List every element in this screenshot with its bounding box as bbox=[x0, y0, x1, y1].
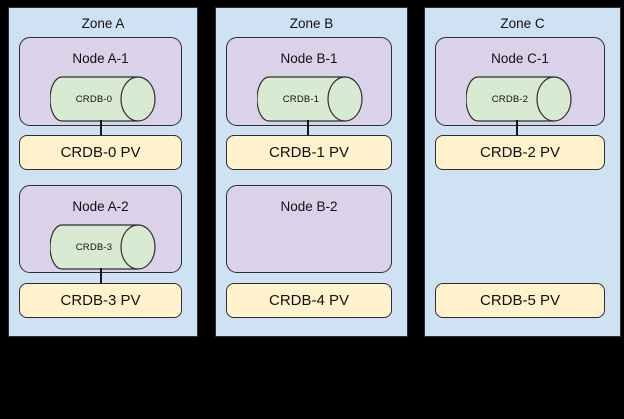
node-b2-title: Node B-2 bbox=[280, 199, 338, 214]
pv-label: CRDB-1 PV bbox=[268, 144, 350, 161]
zone-a-title: Zone A bbox=[81, 16, 125, 31]
pv-label: CRDB-3 PV bbox=[60, 292, 141, 309]
connector-line bbox=[307, 120, 309, 135]
pv-box: CRDB-5 PV bbox=[435, 283, 605, 318]
pv-box: CRDB-3 PV bbox=[19, 283, 182, 318]
cylinder-label: CRDB-3 bbox=[75, 241, 113, 253]
pv-box: CRDB-4 PV bbox=[226, 283, 392, 318]
connector-line bbox=[100, 120, 102, 135]
pv-label: CRDB-4 PV bbox=[268, 292, 350, 309]
node-b1-box: Node B-1 CRDB-1 bbox=[226, 37, 392, 126]
node-a2-title: Node A-2 bbox=[72, 199, 129, 214]
pv-label: CRDB-0 PV bbox=[60, 144, 141, 161]
cylinder-label: CRDB-1 bbox=[282, 93, 320, 105]
zone-a-container: Zone A Node A-1 CRDB-0 CRDB-0 PV Node A-… bbox=[8, 7, 198, 337]
zone-c-container: Zone C Node C-1 CRDB-2 CRDB-2 PV CRDB-5 … bbox=[424, 7, 621, 337]
node-a1-box: Node A-1 CRDB-0 bbox=[19, 37, 182, 126]
node-b2-box: Node B-2 bbox=[226, 185, 392, 273]
node-b1-title: Node B-1 bbox=[280, 51, 338, 66]
pv-label: CRDB-2 PV bbox=[479, 144, 561, 161]
connector-line bbox=[516, 120, 518, 135]
connector-line bbox=[100, 268, 102, 283]
database-cylinder-icon: CRDB-0 bbox=[50, 76, 156, 122]
cylinder-label: CRDB-2 bbox=[491, 93, 529, 105]
zone-b-container: Zone B Node B-1 CRDB-1 CRDB-1 PV Node B-… bbox=[215, 7, 408, 337]
node-a2-box: Node A-2 CRDB-3 bbox=[19, 185, 182, 273]
database-cylinder-icon: CRDB-1 bbox=[257, 76, 363, 122]
node-c1-box: Node C-1 CRDB-2 bbox=[435, 37, 605, 126]
pv-box: CRDB-2 PV bbox=[435, 135, 605, 170]
database-cylinder-icon: CRDB-3 bbox=[50, 224, 156, 270]
database-cylinder-icon: CRDB-2 bbox=[466, 76, 572, 122]
node-c1-title: Node C-1 bbox=[491, 51, 549, 66]
pv-label: CRDB-5 PV bbox=[479, 292, 561, 309]
zone-b-title: Zone B bbox=[289, 16, 334, 31]
pv-box: CRDB-0 PV bbox=[19, 135, 182, 170]
node-a1-title: Node A-1 bbox=[72, 51, 129, 66]
zone-c-title: Zone C bbox=[500, 16, 545, 31]
cylinder-label: CRDB-0 bbox=[75, 93, 113, 105]
pv-box: CRDB-1 PV bbox=[226, 135, 392, 170]
